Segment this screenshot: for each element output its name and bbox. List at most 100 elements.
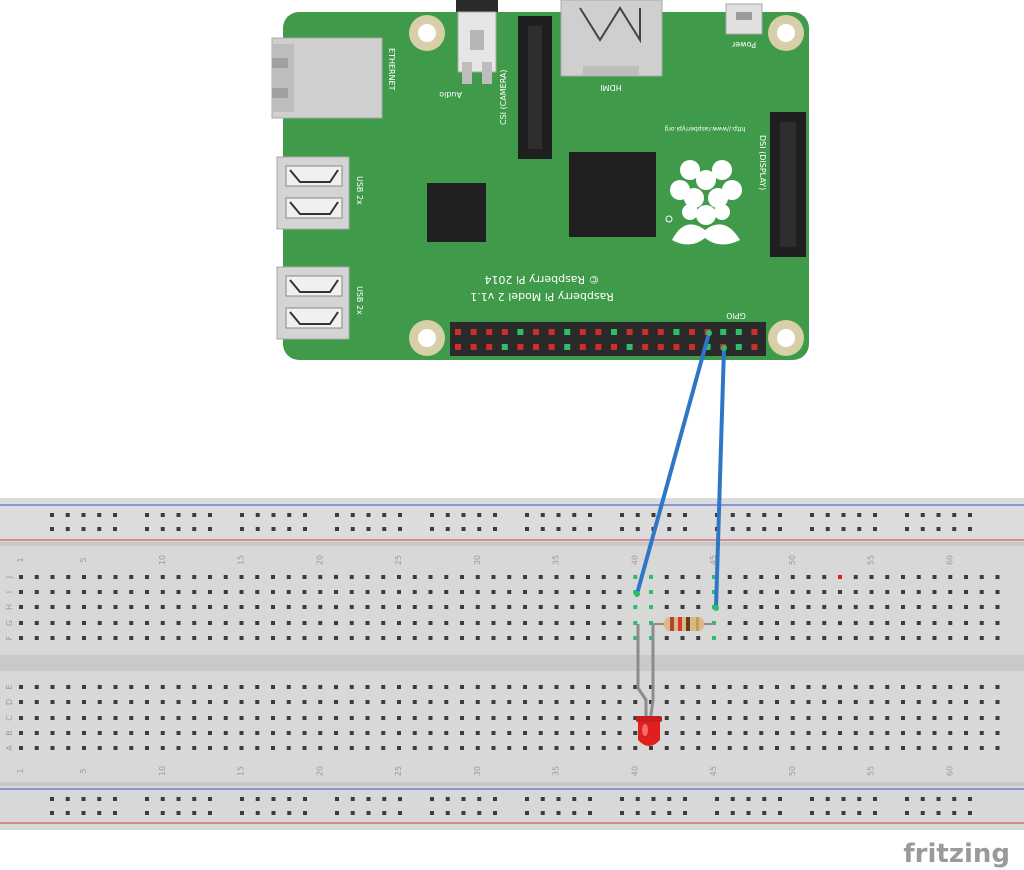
- breadboard-hole: [66, 636, 71, 640]
- power-rail-hole: [398, 527, 402, 531]
- breadboard-hole: [680, 746, 685, 750]
- power-rail-hole: [366, 513, 371, 517]
- breadboard-hole: [995, 716, 1000, 720]
- breadboard-hole: [901, 636, 905, 640]
- breadboard-hole: [885, 605, 890, 609]
- breadboard-hole: [444, 590, 449, 594]
- power-rail-hole: [525, 513, 529, 517]
- breadboard-hole: [885, 590, 890, 594]
- power-rail-hole: [968, 513, 972, 517]
- breadboard-hole: [381, 590, 386, 594]
- breadboard-hole: [365, 716, 370, 720]
- breadboard-hole: [19, 685, 23, 689]
- power-rail-hole: [730, 513, 735, 517]
- breadboard-hole: [507, 605, 512, 609]
- power-rail-hole: [936, 797, 941, 801]
- column-number: 1: [16, 557, 25, 562]
- breadboard-hole: [916, 700, 921, 704]
- breadboard-hole: [617, 590, 622, 594]
- breadboard-hole: [239, 605, 244, 609]
- power-rail-hole: [382, 513, 387, 517]
- breadboard-hole: [145, 731, 149, 735]
- breadboard-hole: [286, 636, 291, 640]
- column-number: 50: [788, 555, 797, 565]
- breadboard-hole: [271, 605, 275, 609]
- breadboard-hole: [239, 716, 244, 720]
- breadboard-hole: [538, 621, 543, 625]
- breadboard-hole: [853, 685, 858, 689]
- breadboard-hole: [554, 636, 559, 640]
- power-rail-hole: [240, 513, 244, 517]
- breadboard-hole: [192, 590, 197, 594]
- power-rail-hole: [651, 513, 656, 517]
- breadboard-hole: [869, 685, 874, 689]
- breadboard-hole: [491, 575, 496, 579]
- power-rail-hole: [113, 513, 117, 517]
- breadboard-hole: [192, 575, 197, 579]
- power-rail-hole: [936, 513, 941, 517]
- power-rail-hole: [841, 513, 846, 517]
- breadboard-hole: [601, 700, 606, 704]
- power-rail-hole: [81, 797, 86, 801]
- breadboard-hole: [790, 590, 795, 594]
- breadboard-hole: [19, 575, 23, 579]
- power-rail-hole: [192, 811, 197, 815]
- breadboard-hole: [66, 685, 71, 689]
- power-rail-hole: [841, 811, 846, 815]
- breadboard-hole: [948, 746, 953, 750]
- breadboard-hole: [50, 575, 55, 579]
- breadboard-hole: [460, 590, 464, 594]
- power-rail-hole: [810, 811, 814, 815]
- breadboard-hole: [727, 731, 732, 735]
- gpio-pin: [689, 344, 695, 350]
- breadboard-hole: [66, 716, 71, 720]
- gpio-pin: [673, 344, 680, 350]
- breadboard-hole: [444, 636, 449, 640]
- breadboard-hole: [412, 575, 417, 579]
- breadboard-hole: [271, 685, 275, 689]
- breadboard-hole: [664, 575, 669, 579]
- column-number: 35: [552, 766, 561, 776]
- breadboard-hole: [790, 746, 795, 750]
- breadboard-hole: [995, 731, 1000, 735]
- breadboard-hole: [255, 685, 260, 689]
- breadboard-hole: [428, 636, 433, 640]
- power-rail-hole: [905, 513, 909, 517]
- breadboard-hole: [66, 621, 71, 625]
- breadboard-hole: [160, 716, 165, 720]
- breadboard-hole: [460, 605, 464, 609]
- power-rail-hole: [493, 527, 497, 531]
- breadboard-hole: [160, 731, 165, 735]
- power-rail-hole: [905, 527, 909, 531]
- breadboard-hole: [995, 685, 1000, 689]
- breadboard-hole: [995, 621, 1000, 625]
- breadboard-hole: [570, 575, 575, 579]
- breadboard-hole: [82, 605, 86, 609]
- breadboard-hole: [806, 621, 811, 625]
- mounting-hole: [768, 320, 804, 356]
- gpio-pin: [501, 329, 508, 335]
- power-rail-hole: [160, 797, 165, 801]
- breadboard-hole: [444, 731, 449, 735]
- breadboard-hole: [664, 605, 669, 609]
- gpio-pin: [626, 329, 633, 335]
- breadboard-hole: [176, 746, 181, 750]
- gpio-pin: [673, 329, 680, 335]
- gpio-pin: [470, 329, 477, 335]
- breadboard-hole: [460, 621, 464, 625]
- breadboard-hole: [491, 731, 496, 735]
- breadboard-hole: [806, 700, 811, 704]
- breadboard-hole: [176, 685, 181, 689]
- power-rail-hole: [192, 797, 197, 801]
- breadboard-hole: [176, 621, 181, 625]
- lan-chip: [427, 183, 486, 242]
- mounting-hole: [409, 320, 445, 356]
- breadboard-hole: [271, 731, 275, 735]
- power-rail-hole: [208, 811, 212, 815]
- breadboard-hole: [680, 605, 685, 609]
- breadboard-hole: [979, 746, 984, 750]
- power-rail-hole: [240, 527, 244, 531]
- breadboard-hole: [932, 575, 937, 579]
- breadboard-hole: [869, 700, 874, 704]
